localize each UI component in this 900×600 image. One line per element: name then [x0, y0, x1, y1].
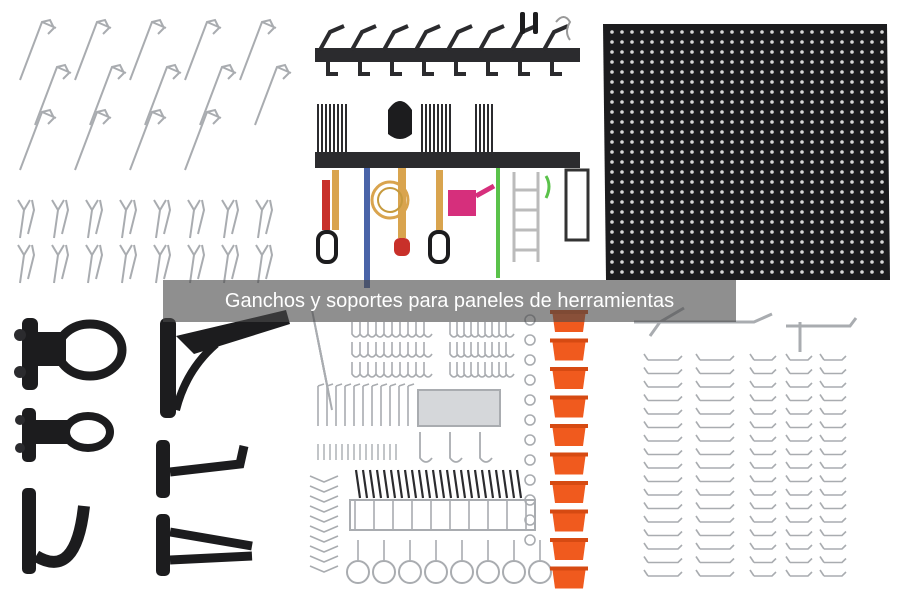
ring-holders — [346, 540, 552, 584]
rack-hook-icon — [478, 24, 505, 76]
pegboard-panel-icon — [603, 24, 890, 280]
pegboard-hook-icon — [254, 63, 292, 126]
right-hook-grid — [634, 306, 858, 577]
double-hook-icon — [187, 244, 206, 284]
metal-hook-assortment — [309, 309, 536, 573]
rack-hook-icon — [446, 24, 473, 76]
double-hook-icon — [153, 244, 172, 284]
metal-plate — [417, 389, 501, 427]
rack-hook-icon — [318, 24, 345, 76]
tool-rack-icon — [315, 12, 590, 288]
caption-text: Ganchos y soportes para paneles de herra… — [224, 289, 675, 312]
double-hook-icon — [221, 199, 240, 239]
double-hook-icon — [51, 244, 70, 284]
double-hook-icon — [255, 199, 274, 239]
pegboard-hook-icon — [19, 108, 57, 171]
pegboard-hook-icon — [74, 18, 112, 81]
rack-top-hooks — [318, 24, 569, 76]
pegboard-hook-icon — [34, 63, 72, 126]
storage-bin-icon — [550, 310, 588, 589]
double-hook-icon — [255, 244, 274, 284]
basket-wires — [354, 500, 527, 530]
pegboard-hook-icon — [144, 63, 182, 126]
double-hook-icon — [51, 199, 70, 239]
pegboard-hook-icon — [74, 108, 112, 171]
double-hook-icon — [85, 244, 104, 284]
rack-hook-icon — [542, 24, 569, 76]
double-hook-icon — [187, 199, 206, 239]
rack-hook-icon — [382, 24, 409, 76]
double-hook-icon — [17, 199, 36, 239]
pegboard-holes — [610, 30, 884, 274]
rack-hook-icon — [414, 24, 441, 76]
pegboard-hook-icon — [239, 18, 277, 81]
pegboard-hook-icon — [184, 18, 222, 81]
double-hook-icon — [17, 244, 36, 284]
double-pegboard-hooks — [17, 199, 274, 284]
pegboard-hook-icon — [129, 18, 167, 81]
double-hook-icon — [85, 199, 104, 239]
plastic-hook-icon — [14, 310, 290, 576]
wire-basket — [349, 499, 536, 531]
double-hook-icon — [153, 199, 172, 239]
pegboard-hook-icon — [129, 108, 167, 171]
long-pegboard-hooks — [19, 18, 292, 171]
caption-banner: Ganchos y soportes para paneles de herra… — [163, 280, 736, 322]
pegboard-hook-icon — [89, 63, 127, 126]
pegboard-hook-icon — [199, 63, 237, 126]
double-hook-icon — [221, 244, 240, 284]
rack-hook-icon — [350, 24, 377, 76]
caption-background — [163, 280, 736, 322]
pegboard-hook-icon — [184, 108, 222, 171]
rake-tines — [317, 104, 493, 152]
double-hook-icon — [119, 199, 138, 239]
double-hook-icon — [119, 244, 138, 284]
pegboard-hook-icon — [19, 18, 57, 81]
